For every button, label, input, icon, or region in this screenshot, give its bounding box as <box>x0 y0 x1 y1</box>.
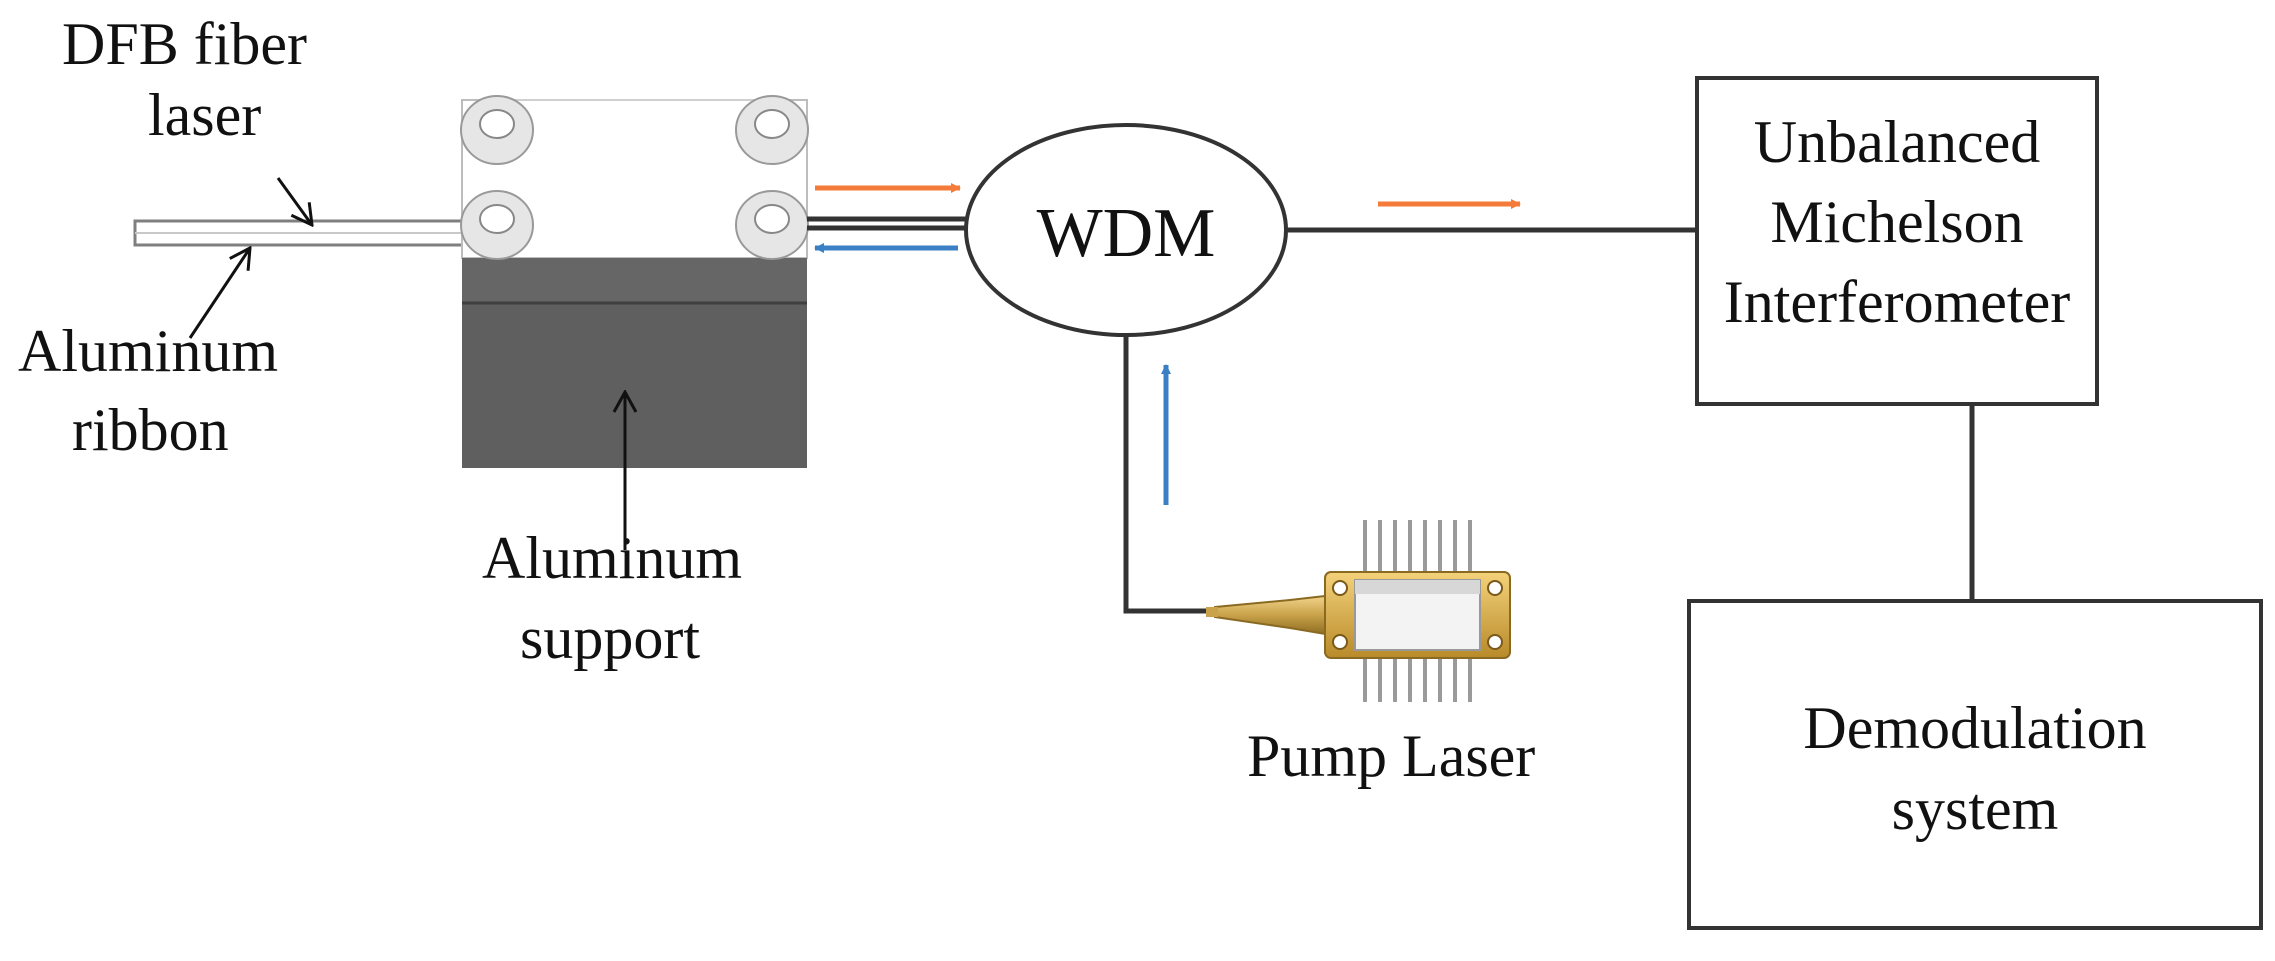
demodulation-label-line1: Demodulation <box>1803 695 2146 761</box>
support-label-line2: support <box>520 605 700 671</box>
ribbon-label-line2: ribbon <box>72 397 229 463</box>
aluminum-support-block <box>460 95 809 468</box>
screw-icon <box>735 95 809 165</box>
ribbon-pointer-arrow <box>188 248 250 339</box>
demodulation-box: Demodulation system <box>1687 599 2263 930</box>
support-label-line1: Aluminum <box>482 525 742 591</box>
interferometer-box: Unbalanced Michelson Interferometer <box>1695 76 2099 406</box>
ribbon-label-line1: Aluminum <box>18 318 278 384</box>
dfb-pointer-arrow <box>276 177 312 225</box>
wdm-coupler: WDM <box>964 123 1288 337</box>
screw-icon <box>735 190 809 260</box>
interferometer-label-line1: Unbalanced <box>1754 109 2041 175</box>
pump-laser-label: Pump Laser <box>1247 723 1535 789</box>
dfb-label-line2: laser <box>148 82 261 148</box>
wdm-label: WDM <box>1037 195 1216 272</box>
pump-laser-icon <box>1206 520 1511 702</box>
fiber-pump-to-wdm <box>1123 335 1215 614</box>
interferometer-label-line3: Interferometer <box>1724 269 2070 335</box>
dfb-label-line1: DFB fiber <box>62 11 307 77</box>
screw-icon <box>460 190 534 260</box>
interferometer-label-line2: Michelson <box>1770 189 2023 255</box>
screw-icon <box>460 95 534 165</box>
demodulation-label-line2: system <box>1892 776 2059 842</box>
